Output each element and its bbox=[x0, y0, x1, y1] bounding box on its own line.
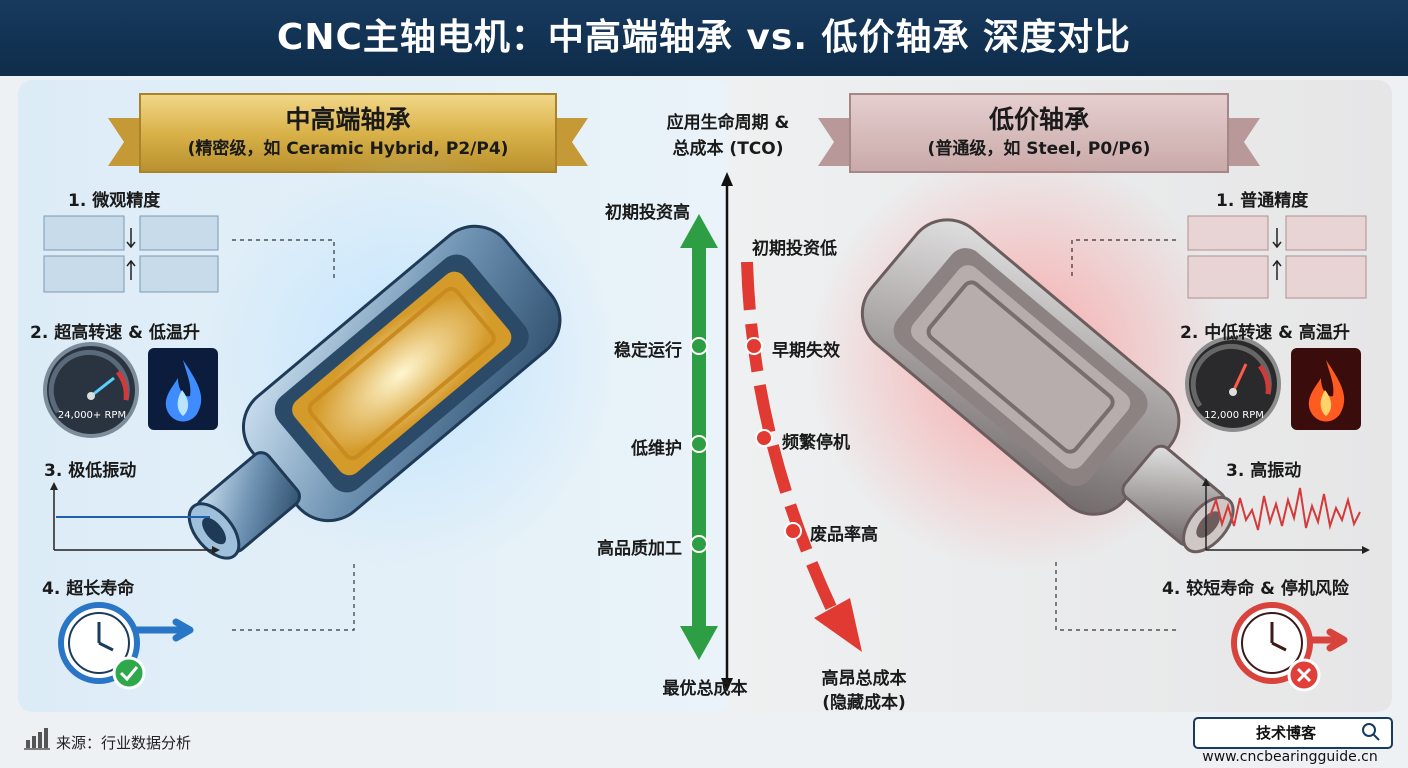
premium-banner-title: 中高端轴承 bbox=[285, 105, 411, 134]
red-item-label: 废品率高 bbox=[810, 525, 878, 545]
brand-search-box[interactable] bbox=[1193, 717, 1393, 749]
website-url[interactable]: www.cncbearingguide.cn bbox=[1202, 749, 1378, 765]
premium-life-label: 4. 超长寿命 bbox=[42, 579, 135, 599]
blue-flame-icon bbox=[148, 348, 218, 430]
speedometer-icon bbox=[43, 342, 139, 438]
brand-name: 技术博客 bbox=[1255, 724, 1316, 742]
tco-title-line-2: 总成本 (TCO) bbox=[672, 139, 784, 159]
premium-banner-subtitle: (精密级，如 Ceramic Hybrid, P2/P4) bbox=[187, 139, 509, 159]
budget-vibration-label: 3. 高振动 bbox=[1226, 461, 1302, 481]
speedometer-icon bbox=[1185, 336, 1281, 432]
budget-rpm-value: 12,000 RPM bbox=[1204, 410, 1264, 421]
budget-speed-label: 2. 中低转速 & 高温升 bbox=[1180, 323, 1350, 343]
green-bottom-label: 最优总成本 bbox=[662, 679, 748, 699]
budget-precision-label: 1. 普通精度 bbox=[1216, 191, 1309, 211]
budget-banner-subtitle: (普通级，如 Steel, P0/P6) bbox=[927, 139, 1151, 159]
red-flame-icon bbox=[1291, 348, 1361, 430]
red-item-label: 频繁停机 bbox=[782, 433, 850, 453]
green-milestone-dot bbox=[690, 337, 708, 355]
search-icon[interactable] bbox=[1360, 721, 1382, 743]
green-top-label: 初期投资高 bbox=[605, 203, 690, 223]
precision-blocks-icon bbox=[43, 215, 219, 293]
green-item-label: 低维护 bbox=[631, 439, 682, 459]
low-vibration-graph bbox=[50, 482, 220, 554]
green-milestone-dot bbox=[690, 535, 708, 553]
red-top-label: 初期投资低 bbox=[752, 239, 837, 259]
green-item-label: 高品质加工 bbox=[597, 539, 682, 559]
red-bottom-sublabel: (隐藏成本) bbox=[822, 693, 906, 713]
premium-speed-label: 2. 超高转速 & 低温升 bbox=[30, 323, 200, 343]
premium-vibration-label: 3. 极低振动 bbox=[44, 461, 137, 481]
rough-precision-blocks-icon bbox=[1187, 215, 1367, 299]
red-item-label: 早期失效 bbox=[772, 341, 840, 361]
page-title: CNC主轴电机：中高端轴承 vs. 低价轴承 深度对比 bbox=[276, 17, 1132, 58]
long-life-clock-icon bbox=[58, 602, 194, 690]
high-vibration-graph bbox=[1202, 478, 1370, 554]
red-cost-arrow bbox=[741, 261, 862, 652]
short-life-clock-icon bbox=[1231, 602, 1348, 692]
tco-title-line-1: 应用生命周期 & bbox=[666, 113, 790, 133]
budget-connectors bbox=[1055, 239, 1176, 631]
bar-chart-icon bbox=[24, 728, 50, 750]
budget-banner-title: 低价轴承 bbox=[988, 105, 1089, 134]
premium-connectors bbox=[232, 239, 355, 631]
premium-spindle-illustration bbox=[187, 150, 620, 570]
red-milestone-dot bbox=[755, 429, 773, 447]
premium-precision-label: 1. 微观精度 bbox=[68, 191, 161, 211]
lifecycle-axis bbox=[721, 172, 733, 692]
red-milestone-dot bbox=[745, 337, 763, 355]
red-bottom-label: 高昂总成本 bbox=[821, 669, 907, 689]
budget-spindle-illustration bbox=[810, 150, 1235, 570]
green-item-label: 稳定运行 bbox=[614, 341, 682, 361]
budget-life-label: 4. 较短寿命 & 停机风险 bbox=[1162, 579, 1349, 599]
premium-ribbon bbox=[108, 93, 588, 173]
premium-rpm-value: 24,000+ RPM bbox=[57, 410, 127, 421]
red-milestone-dot bbox=[784, 522, 802, 540]
green-milestone-dot bbox=[690, 435, 708, 453]
source-note: 来源：行业数据分析 bbox=[56, 734, 192, 752]
header-bar bbox=[0, 0, 1408, 76]
